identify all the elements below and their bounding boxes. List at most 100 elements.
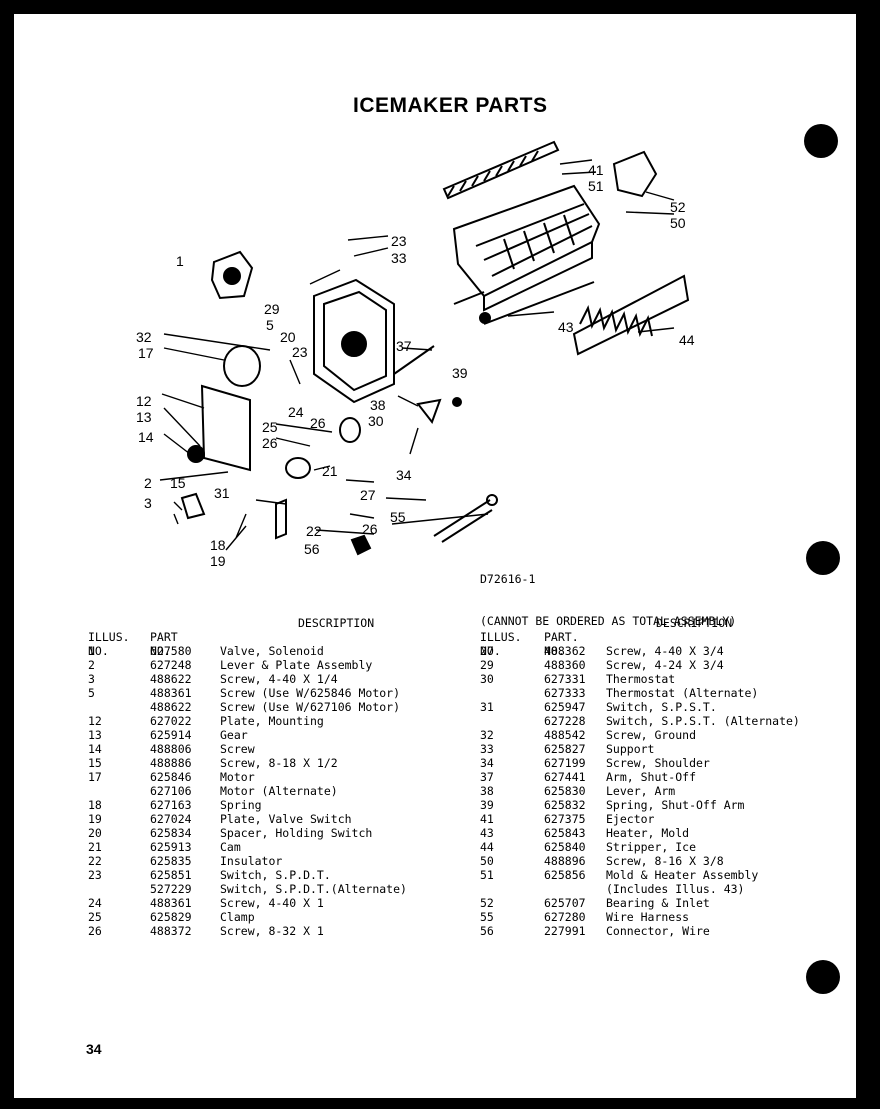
part-description: Screw, 8-32 X 1	[220, 924, 324, 938]
bearing-part	[612, 150, 658, 198]
diagram-code: D72616-1	[480, 572, 536, 586]
part-number: 625947	[544, 700, 586, 714]
page-number: 34	[86, 1041, 102, 1057]
callout-17: 17	[138, 345, 154, 361]
part-number: 625843	[544, 826, 586, 840]
part-number: 627441	[544, 770, 586, 784]
part-number: 625851	[150, 868, 192, 882]
callout-43: 43	[558, 319, 574, 335]
part-description: Spring	[220, 798, 262, 812]
part-description: Screw (Use W/625846 Motor)	[220, 686, 401, 700]
part-number: 488361	[150, 686, 192, 700]
part-number: 627022	[150, 714, 192, 728]
callout-19: 19	[210, 553, 226, 569]
thermostat-part	[339, 417, 361, 443]
illus-number: 24	[88, 896, 102, 910]
callout-31: 31	[214, 485, 230, 501]
part-description: Motor	[220, 770, 255, 784]
part-description: Lever & Plate Assembly	[220, 658, 373, 672]
table-row: 25 625829 Clamp	[14, 910, 856, 924]
callout-32: 32	[136, 329, 152, 345]
part-description: Switch, S.P.D.T.	[220, 868, 331, 882]
callout-15: 15	[170, 475, 186, 491]
callout-5: 5	[266, 317, 274, 333]
part-number: 627106	[150, 784, 192, 798]
callout-51: 51	[588, 178, 604, 194]
illus-number: 21	[88, 840, 102, 854]
illus-number: 20	[88, 826, 102, 840]
part-number: 625707	[544, 896, 586, 910]
part-description: Insulator	[220, 854, 283, 868]
part-description: Wire Harness	[606, 910, 690, 924]
callout-56: 56	[304, 541, 320, 557]
right-part-header: PART.NO.	[544, 630, 579, 658]
leader-lines	[159, 159, 675, 551]
part-description: Stripper, Ice	[606, 840, 697, 854]
switch-part	[275, 498, 287, 540]
callout-2: 2	[144, 475, 152, 491]
callout-20: 20	[280, 329, 296, 345]
illus-number: 25	[88, 910, 102, 924]
part-description: Thermostat (Alternate)	[606, 686, 759, 700]
part-number: 625840	[544, 840, 586, 854]
support-housing	[313, 278, 435, 404]
callout-18: 18	[210, 537, 226, 553]
part-number: 627248	[150, 658, 192, 672]
binder-hole-middle	[806, 541, 840, 575]
part-number: 625827	[544, 742, 586, 756]
part-description: Screw, 8-18 X 1/2	[220, 756, 338, 770]
part-number: 527229	[150, 882, 192, 896]
connector-part	[350, 534, 372, 556]
table-row: (Includes Illus. 43)	[14, 882, 856, 896]
part-description: Support	[606, 742, 655, 756]
part-number: 627024	[150, 812, 192, 826]
illus-number: 13	[88, 728, 102, 742]
callout-30: 30	[368, 413, 384, 429]
part-description: Clamp	[220, 910, 255, 924]
part-number: 488372	[150, 924, 192, 938]
part-description: Plate, Valve Switch	[220, 812, 352, 826]
illus-number: 50	[480, 854, 494, 868]
part-number: 488542	[544, 728, 586, 742]
illus-number: 14	[88, 742, 102, 756]
callout-23b: 23	[292, 344, 308, 360]
part-description: Arm, Shut-Off	[606, 770, 697, 784]
callout-22: 22	[306, 523, 322, 539]
callout-1: 1	[176, 253, 184, 269]
illus-number: 34	[480, 756, 494, 770]
callout-13: 13	[136, 409, 152, 425]
page-title: ICEMAKER PARTS	[353, 94, 548, 117]
illus-number: 51	[480, 868, 494, 882]
part-number: 627331	[544, 672, 586, 686]
part-description: Ejector	[606, 812, 655, 826]
illus-number: 39	[480, 798, 494, 812]
catalog-page: ICEMAKER PARTS	[14, 14, 856, 1098]
illus-number: 29	[480, 658, 494, 672]
part-number: 625829	[150, 910, 192, 924]
callout-23: 23	[391, 233, 407, 249]
diagram-note: (CANNOT BE ORDERED AS TOTAL ASSEMBLY)	[480, 614, 737, 628]
part-description: Switch, S.P.S.T. (Alternate)	[606, 714, 800, 728]
part-number: 625830	[544, 784, 586, 798]
part-number: 627375	[544, 812, 586, 826]
ejector-part	[442, 140, 560, 200]
solenoid-valve-part	[210, 250, 254, 300]
